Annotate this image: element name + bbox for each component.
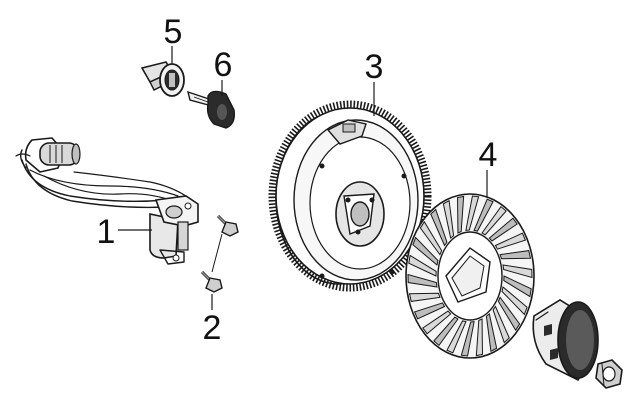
fan-blade xyxy=(502,264,533,279)
fan-blade xyxy=(473,198,494,232)
fan-blade xyxy=(457,195,465,234)
fan-blade xyxy=(497,296,521,332)
fan-blade xyxy=(481,205,507,236)
fan-blade xyxy=(446,320,467,354)
callout-4: 4 xyxy=(479,136,498,174)
flywheel xyxy=(268,100,432,292)
callout-labels: 5 6 3 4 1 2 xyxy=(97,13,498,347)
assembly-line xyxy=(211,233,223,273)
fan-blade xyxy=(413,302,446,320)
callout-5: 5 xyxy=(164,13,183,51)
leader-lines xyxy=(118,46,488,310)
callout-3: 3 xyxy=(365,48,384,86)
fan-blade xyxy=(503,275,532,298)
fan-blade xyxy=(494,232,527,250)
ignition-switch xyxy=(140,61,185,97)
flange-nut xyxy=(595,359,623,389)
callout-1: 1 xyxy=(97,213,116,251)
spark-plug-cap xyxy=(15,137,81,173)
fan-blade xyxy=(475,318,483,357)
bolts xyxy=(200,214,239,293)
bolt-upper xyxy=(216,214,239,237)
fan-blade xyxy=(499,250,532,260)
fan-blade xyxy=(408,292,441,302)
callout-6: 6 xyxy=(214,46,233,84)
flywheel-magnet xyxy=(326,119,367,145)
callout-2: 2 xyxy=(203,309,222,347)
fan-blade xyxy=(492,305,510,344)
coil-body xyxy=(149,195,199,265)
cooling-fan xyxy=(405,193,535,359)
flywheel-hub xyxy=(335,181,385,247)
fan-blade xyxy=(460,321,475,357)
ignition-key xyxy=(187,90,236,129)
fan-blades xyxy=(407,195,533,357)
flywheel-bolts xyxy=(319,163,407,279)
fan-blade xyxy=(430,208,448,247)
fan-blade xyxy=(485,312,498,353)
fan-blade xyxy=(408,254,437,277)
fan-blade xyxy=(433,316,459,347)
starter-cup xyxy=(532,299,599,382)
fan-blade xyxy=(501,286,528,316)
fan-blade xyxy=(442,199,455,240)
fan-blade xyxy=(419,220,443,256)
bolt-lower xyxy=(200,270,223,293)
coil-wires xyxy=(21,159,187,209)
ignition-coil xyxy=(15,137,199,265)
fan-blade xyxy=(488,217,518,242)
fan-blade xyxy=(422,310,452,335)
fan-blade xyxy=(465,195,480,231)
fan-blade xyxy=(412,236,439,266)
fan-blade xyxy=(407,273,438,288)
